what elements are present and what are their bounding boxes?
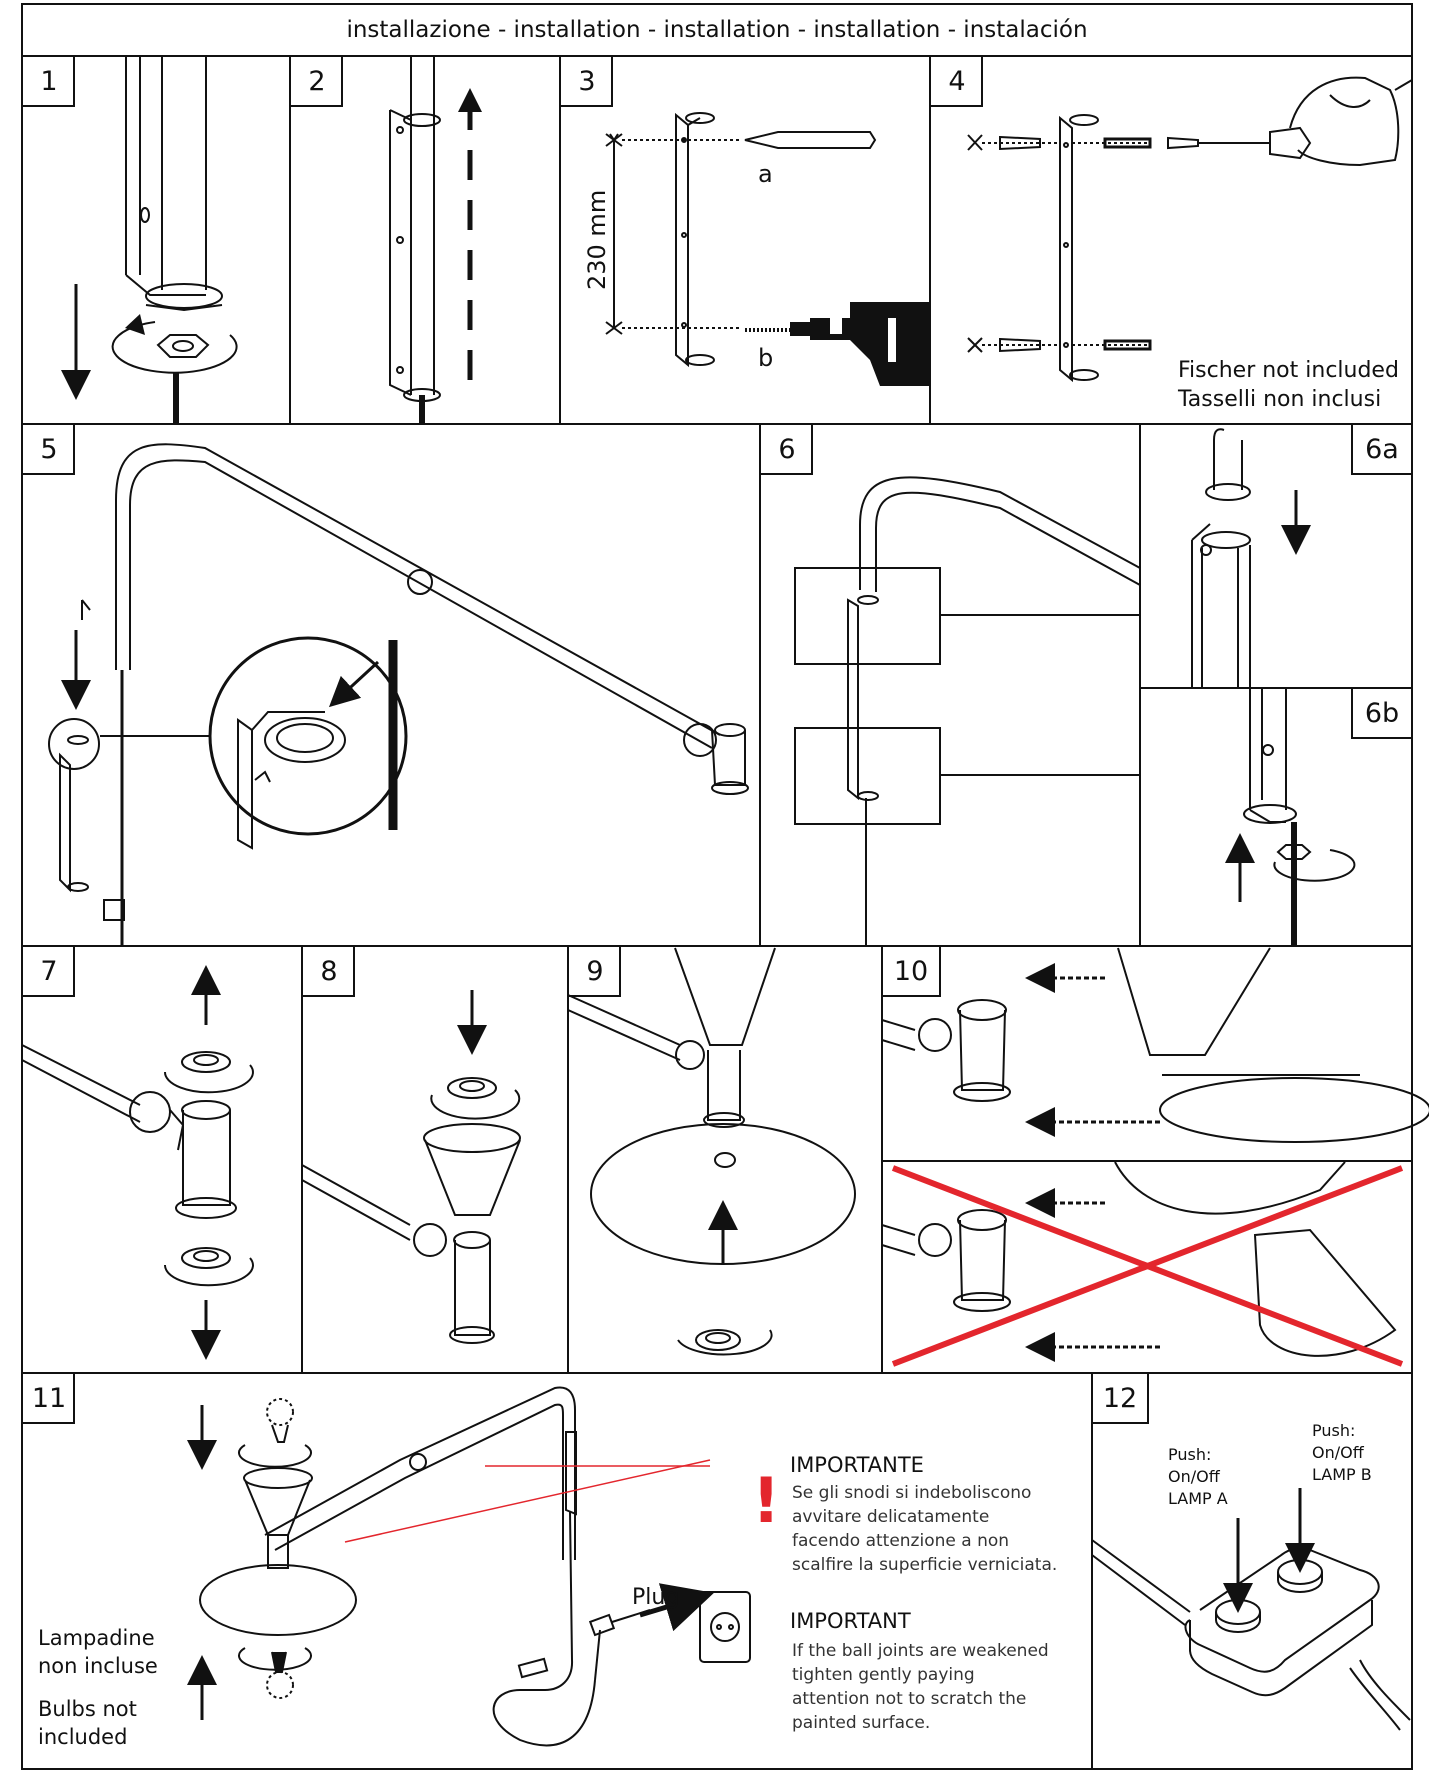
warning-mark-icon: ! [752, 1464, 780, 1537]
step6b-illustration [1225, 688, 1356, 946]
step-number-10: 10 [893, 955, 929, 987]
importante-line-4: scalfire la superficie verniciata. [792, 1555, 1057, 1575]
sheet-frame [21, 3, 1413, 1770]
bulbs-it-line2: non incluse [38, 1654, 158, 1678]
important-title: IMPORTANT [790, 1609, 911, 1633]
step5-illustration [48, 443, 749, 946]
step-number-11: 11 [31, 1382, 67, 1414]
step-number-9: 9 [586, 955, 604, 987]
step6a-illustration [1191, 428, 1311, 688]
step6-illustration [794, 476, 1141, 946]
step-number-4: 4 [948, 65, 966, 97]
step10-illustration [881, 947, 1429, 1362]
lamp-b-line-2: On/Off [1312, 1443, 1365, 1462]
step4-note-it: Tasselli non inclusi [1177, 387, 1381, 412]
step11-illustration [187, 1386, 751, 1747]
step-number-2: 2 [308, 65, 326, 97]
step9-illustration [567, 947, 856, 1356]
step10-wrong-cross-icon [891, 1165, 1404, 1367]
lamp-a-line-1: Push: [1168, 1445, 1211, 1464]
important-line-2: tighten gently paying [792, 1665, 975, 1685]
step-number-3: 3 [578, 65, 596, 97]
step-number-6: 6 [778, 433, 796, 465]
step-number-8: 8 [320, 955, 338, 987]
plug-label: Plug [632, 1585, 679, 1610]
step-number-7: 7 [40, 955, 58, 987]
step-number-1: 1 [40, 65, 58, 97]
bulbs-en-line1: Bulbs not [38, 1697, 137, 1721]
step3-drill-icon [790, 302, 930, 386]
important-line-3: attention not to scratch the [792, 1689, 1026, 1709]
step1-illustration [61, 56, 238, 424]
step-number-12: 12 [1102, 1382, 1138, 1414]
lamp-a-line-2: On/Off [1168, 1467, 1221, 1486]
step7-illustration [21, 965, 254, 1360]
importante-line-1: Se gli snodi si indeboliscono [792, 1483, 1031, 1503]
importante-title: IMPORTANTE [790, 1453, 924, 1477]
step3-illustration [605, 112, 877, 368]
lamp-b-line-3: LAMP B [1312, 1465, 1372, 1484]
step-number-6b: 6b [1364, 697, 1400, 729]
step4-note-en: Fischer not included [1178, 358, 1399, 383]
lamp-b-line-1: Push: [1312, 1421, 1355, 1440]
step2-up-arrowhead [458, 88, 482, 112]
importante-line-3: facendo attenzione a non [792, 1531, 1009, 1551]
step4-illustration [967, 76, 1413, 383]
step3-label-b: b [758, 344, 773, 372]
bulbs-en-line2: included [38, 1725, 127, 1749]
important-line-4: painted surface. [792, 1713, 930, 1733]
importante-line-2: avvitare delicatamente [792, 1507, 989, 1527]
step2-illustration [389, 56, 473, 424]
step3-label-a: a [758, 160, 773, 188]
step8-illustration [301, 990, 521, 1344]
step3-dimension: 230 mm [583, 190, 611, 290]
important-line-1: If the ball joints are weakened [792, 1641, 1049, 1661]
bulbs-it-line1: Lampadine [38, 1626, 155, 1650]
step11-red-lines [344, 1459, 711, 1543]
step-number-6a: 6a [1365, 433, 1399, 465]
step12-illustration [1091, 1488, 1411, 1731]
lamp-a-line-3: LAMP A [1168, 1489, 1228, 1508]
page-title: installazione - installation - installat… [346, 17, 1088, 43]
step1-rotate-arrowhead [125, 314, 145, 335]
step-number-5: 5 [40, 433, 58, 465]
